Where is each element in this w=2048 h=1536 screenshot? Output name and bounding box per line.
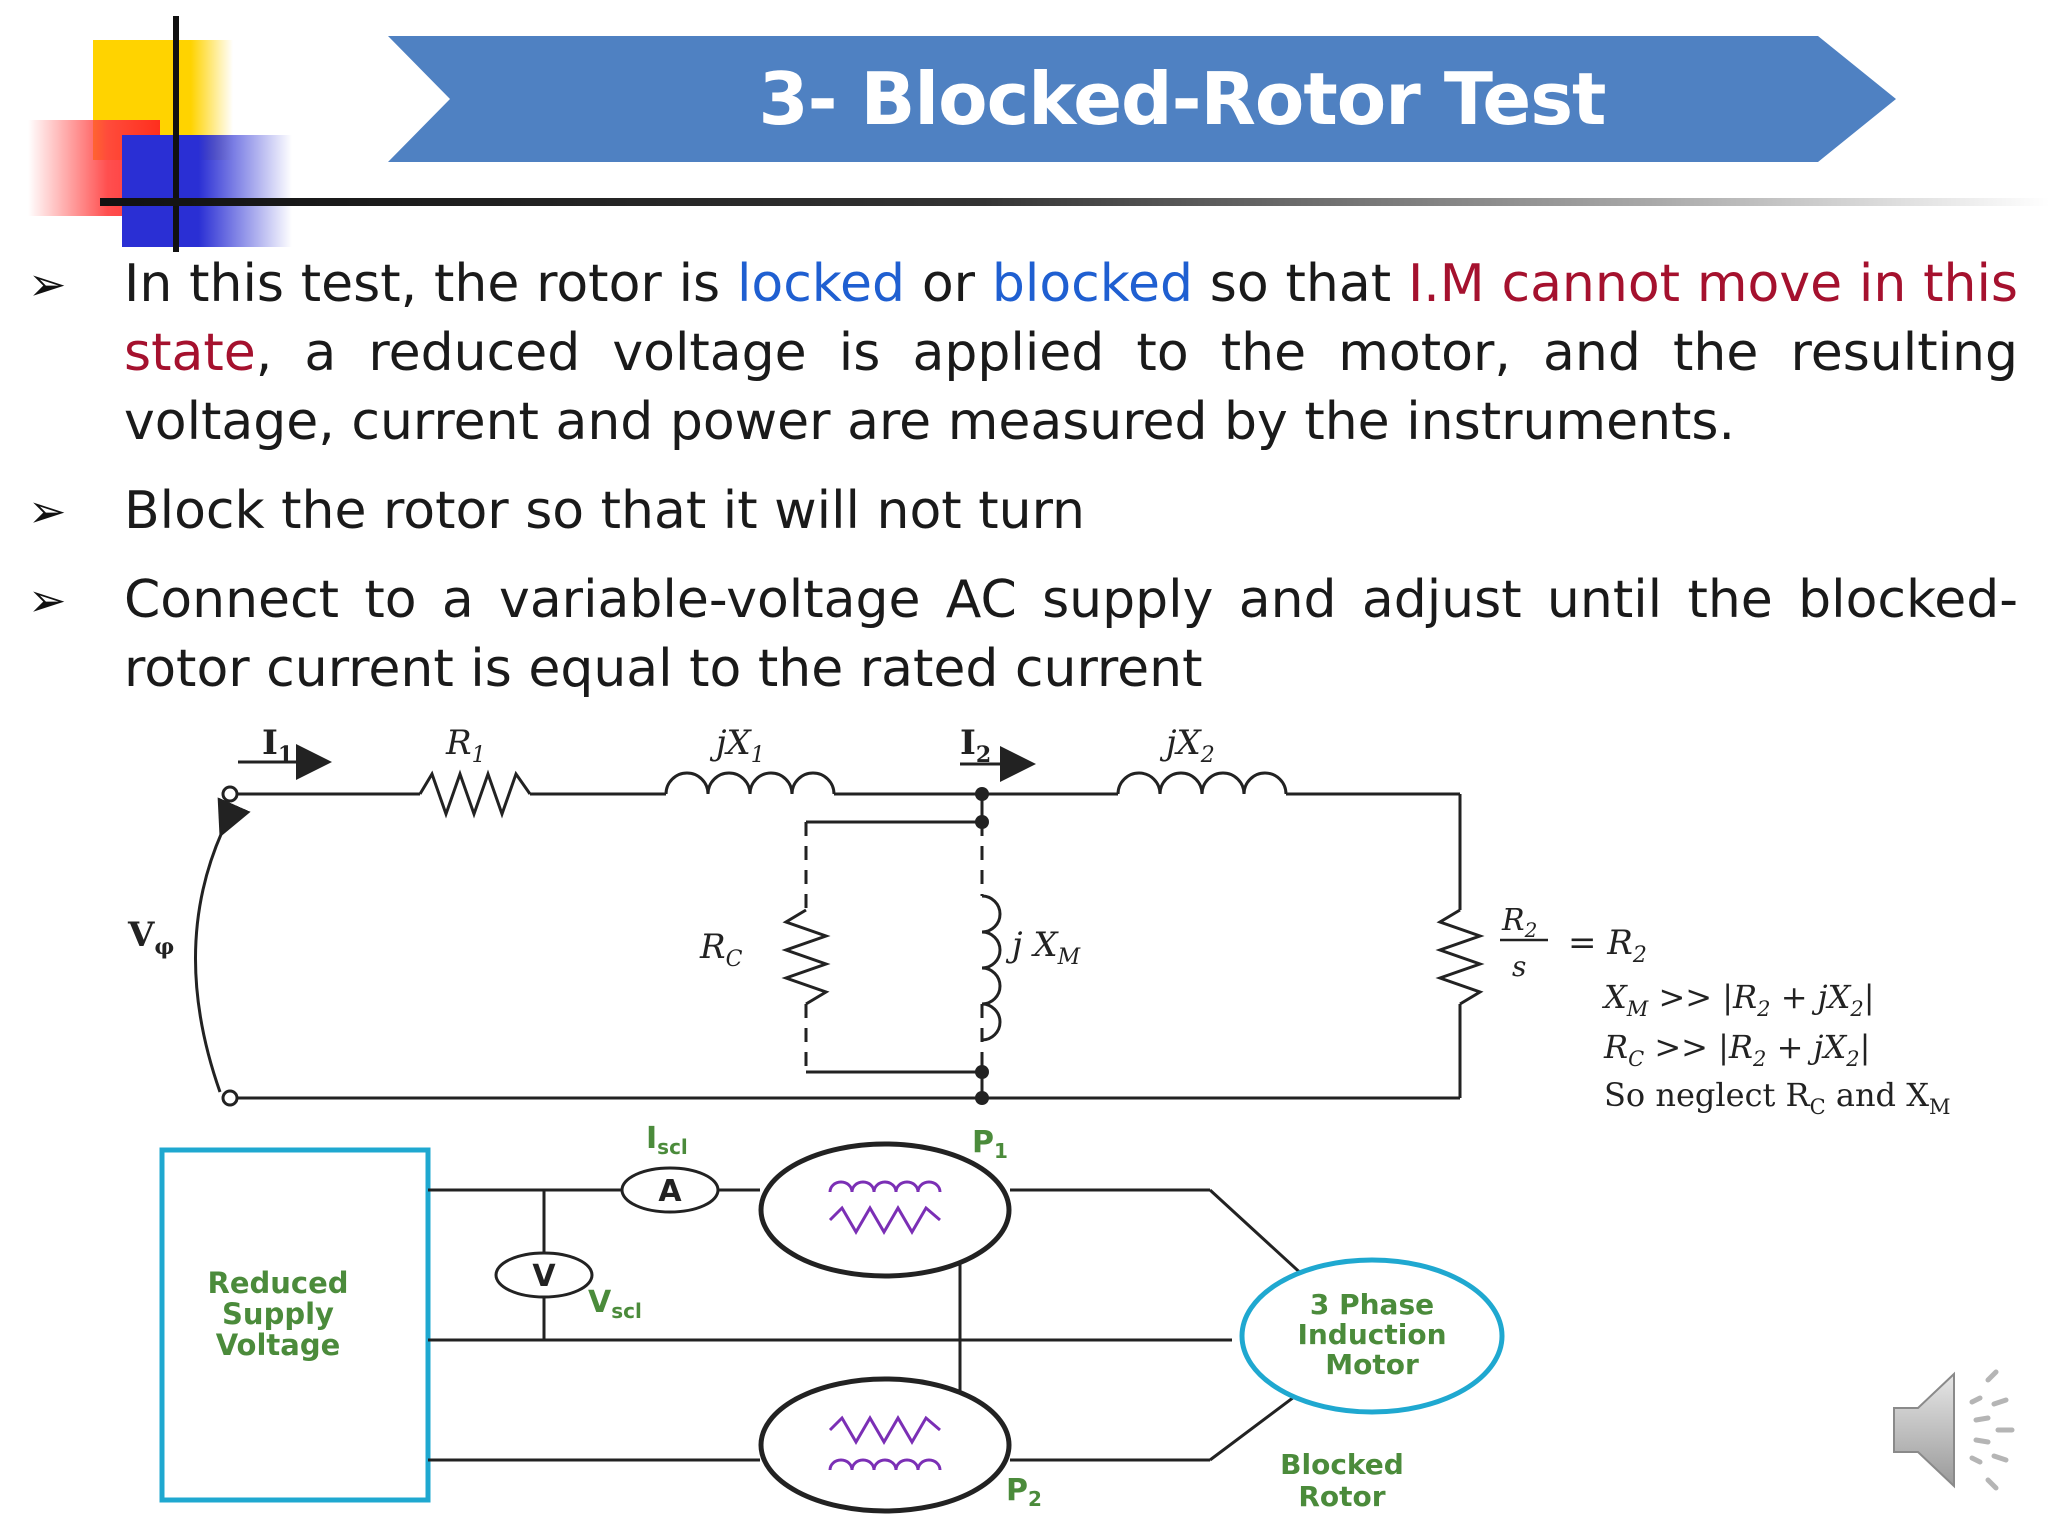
speaker-icon[interactable] [1880, 1360, 2030, 1500]
label-r2s-denominator: s [1512, 950, 1526, 983]
label-isc: Iscl [646, 1121, 688, 1159]
label-jxm: j XM [1005, 925, 1081, 970]
bullet-item: ➢ Block the rotor so that it will not tu… [28, 477, 2018, 546]
label-i1: I1 [262, 723, 293, 768]
wattmeter-p2 [758, 1376, 1012, 1514]
decor-blue-square [122, 135, 292, 247]
induction-motor [1239, 1257, 1505, 1415]
label-p1: P1 [972, 1125, 1008, 1163]
bullet-text: Connect to a variable-voltage AC supply … [124, 570, 2018, 699]
supply-label-line1: Reduced [207, 1266, 348, 1300]
highlight-cannot-move: I.M cannot move in this state [124, 254, 2018, 383]
equivalent-circuit [194, 744, 1485, 1100]
inductor-jx2 [1116, 771, 1288, 795]
banner-arrow-shape [388, 36, 1896, 162]
title-underline [100, 198, 2048, 206]
label-jx2: jX2 [1159, 723, 1215, 768]
inductor-xm [981, 894, 1002, 1042]
condition-xm: XM >> |R2 + jX2| [1601, 978, 1875, 1021]
label-i2: I2 [960, 723, 991, 768]
pressure-coil-p1 [828, 1205, 941, 1235]
decor-vertical-line [173, 16, 179, 252]
wattmeter-p1 [758, 1141, 1012, 1279]
label-rc: RC [699, 927, 743, 972]
motor-label-line1: 3 Phase [1310, 1288, 1434, 1321]
rotor-label-line2: Rotor [1298, 1480, 1385, 1513]
supply-label-line2: Supply [222, 1297, 334, 1331]
label-v-phi: Vφ [127, 915, 174, 960]
label-r1: R1 [445, 723, 486, 768]
reduced-supply-box [159, 1147, 431, 1503]
voltmeter-label: V [532, 1259, 556, 1294]
resistor-r1 [418, 769, 532, 819]
slide-title: 3- Blocked-Rotor Test [758, 57, 1607, 141]
inductor-jx1 [664, 771, 836, 795]
supply-label-line3: Voltage [216, 1328, 341, 1362]
bullet-list: ➢ In this test, the rotor is locked or b… [28, 250, 2018, 724]
circuit-diagram: I1 R1 jX1 I2 jX2 Vφ RC j XM R2 s = R2 XM… [127, 723, 1951, 1514]
bullet-text: In this test, the rotor is locked or blo… [124, 254, 2018, 452]
ammeter-label: A [658, 1174, 682, 1209]
bullet-item: ➢ Connect to a variable-voltage AC suppl… [28, 566, 2018, 704]
highlight-blocked: blocked [991, 254, 1193, 314]
label-p2: P2 [1006, 1473, 1042, 1511]
label-r2s-equals: = R2 [1568, 923, 1647, 968]
highlight-locked: locked [736, 254, 906, 314]
resistor-rc [781, 908, 831, 1006]
title-banner: 3- Blocked-Rotor Test [388, 36, 1896, 162]
bullet-item: ➢ In this test, the rotor is locked or b… [28, 250, 2018, 457]
bullet-text: Block the rotor so that it will not turn [124, 481, 1085, 541]
condition-neglect: So neglect RC and XM [1604, 1076, 1951, 1119]
pressure-coil-p2 [828, 1415, 941, 1445]
arrow-bullet-icon: ➢ [28, 484, 67, 538]
arrow-bullet-icon: ➢ [28, 257, 67, 311]
resistor-r2s [1435, 908, 1485, 1006]
test-setup-diagram: Reduced Supply Voltage A V [159, 1121, 1505, 1514]
voltage-arrow [194, 797, 251, 1093]
label-jx1: jX1 [709, 723, 765, 768]
motor-label-line2: Induction [1297, 1318, 1446, 1351]
condition-rc: RC >> |R2 + jX2| [1603, 1028, 1870, 1071]
current-coil-p2 [828, 1458, 942, 1471]
voltmeter [494, 1251, 594, 1299]
label-vsc: Vscl [588, 1285, 642, 1323]
arrow-bullet-icon: ➢ [28, 573, 67, 627]
neglect-conditions: XM >> |R2 + jX2| RC >> |R2 + jX2| So neg… [1601, 978, 1951, 1119]
setup-wires [428, 1188, 1332, 1462]
current-coil-p1 [828, 1180, 942, 1193]
rotor-label-line1: Blocked [1280, 1448, 1404, 1481]
motor-label-line3: Motor [1325, 1348, 1419, 1381]
ammeter [620, 1166, 720, 1214]
label-r2s-numerator: R2 [1501, 903, 1537, 942]
circuit-nodes [221, 785, 989, 1107]
